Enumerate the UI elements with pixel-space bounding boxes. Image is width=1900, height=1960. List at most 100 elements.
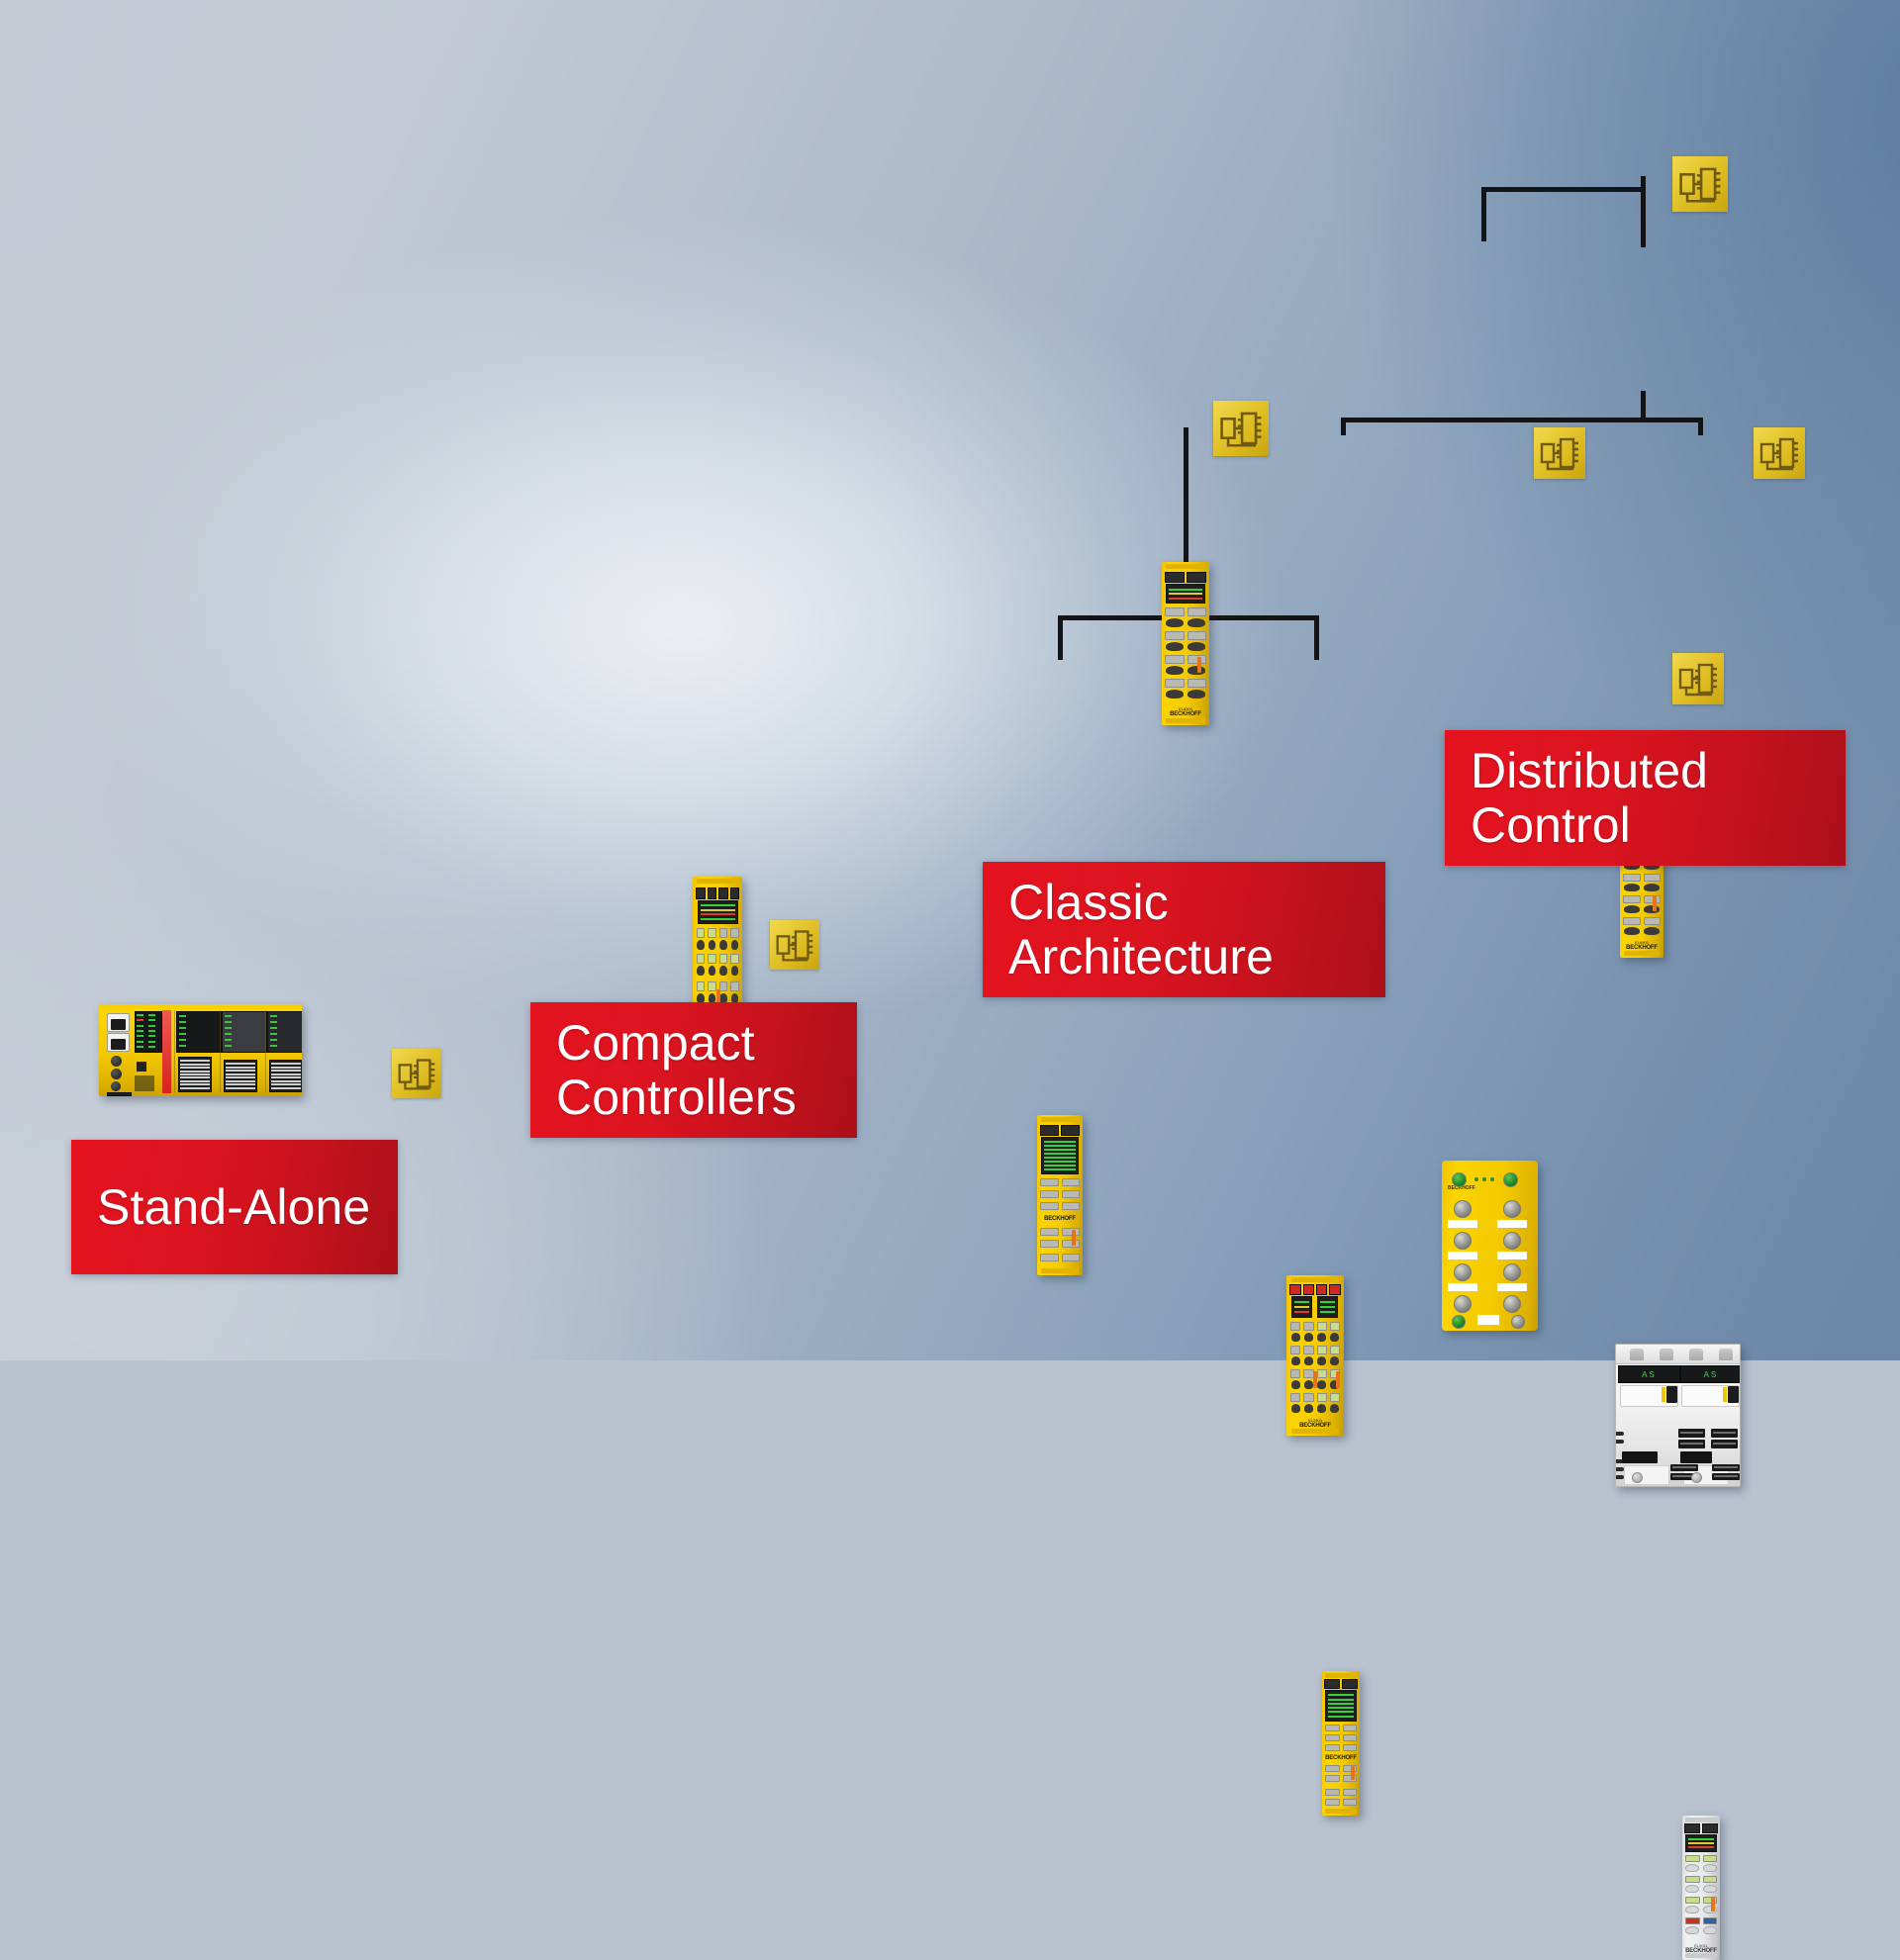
io-terminal-block-1 xyxy=(178,1057,212,1092)
drive-marker-b xyxy=(1723,1387,1727,1402)
stage-label-classic-line2: Architecture xyxy=(1008,928,1274,984)
drive-warning-label-a xyxy=(1624,1465,1669,1485)
drive-marker-a xyxy=(1662,1387,1665,1402)
contact-row-5 xyxy=(1040,1240,1080,1248)
io-leds-3 xyxy=(270,1015,277,1047)
drive-power-plug-b2 xyxy=(1711,1440,1738,1448)
din-clip-top xyxy=(1685,1818,1717,1822)
contact-row-1 xyxy=(696,928,739,938)
drive-connector-b xyxy=(1728,1386,1739,1403)
release-lever-1 xyxy=(716,989,720,1007)
io-leds-2 xyxy=(225,1015,232,1047)
twinsafe-chip-icon xyxy=(1213,401,1269,456)
drive-power-plug-b1 xyxy=(1711,1429,1738,1438)
m12-io-port-5 xyxy=(1454,1263,1472,1281)
cpu-status-leds-2 xyxy=(148,1014,155,1048)
pin-row-3 xyxy=(1623,905,1661,913)
terminal-header-labels xyxy=(1289,1284,1341,1295)
power-terminal-block xyxy=(107,1092,132,1096)
rj45-port-lower xyxy=(107,1033,130,1052)
port-label-5 xyxy=(1448,1283,1477,1291)
stage-banner-compact-controllers: Compact Controllers xyxy=(530,1002,857,1138)
contact-row-1 xyxy=(1684,1855,1718,1862)
stage-label-distributed-line1: Distributed xyxy=(1471,743,1709,798)
contact-row-4 xyxy=(1290,1393,1340,1402)
pin-row-4 xyxy=(1290,1404,1340,1413)
drive-top-cover xyxy=(1616,1345,1740,1364)
pin-row-2 xyxy=(697,966,738,976)
contact-row-4 xyxy=(1623,917,1661,925)
rotary-switch-3 xyxy=(111,1081,121,1091)
device-type-dist-master: EL6900 xyxy=(1635,940,1649,945)
port-label-4 xyxy=(1497,1252,1527,1260)
pin-row-1 xyxy=(1290,1333,1340,1342)
twinsafe-chip-icon xyxy=(1534,427,1585,479)
distributed-ethercat-terminal-white: EL9011 BECKHOFF xyxy=(1682,1816,1720,1960)
release-lever-1 xyxy=(1351,1766,1355,1780)
slot-divider-2 xyxy=(220,1009,221,1093)
contact-row-1 xyxy=(1324,1725,1358,1731)
din-clip-bottom xyxy=(1040,1268,1080,1273)
device-type-classic-master: EL6900 xyxy=(1179,706,1192,711)
terminal-led-strip-left xyxy=(1290,1296,1312,1318)
stage-label-compact-line1: Compact xyxy=(556,1015,755,1071)
pin-row-3 xyxy=(697,993,738,1003)
twinsafe-chip-icon xyxy=(1672,653,1724,704)
m12-io-port-8 xyxy=(1503,1295,1521,1313)
classic-trunk-wire xyxy=(1184,427,1188,619)
contact-row-4 xyxy=(1684,1917,1718,1924)
din-clip-bottom xyxy=(1290,1429,1340,1434)
contact-row-2 xyxy=(1165,631,1206,640)
pin-row-4 xyxy=(1685,1926,1717,1934)
contact-row-2 xyxy=(1684,1876,1718,1883)
rj45-port-upper xyxy=(107,1013,130,1032)
release-lever-1 xyxy=(1711,1898,1715,1912)
device-label-text xyxy=(135,1075,154,1091)
drive-shield-clamp-a xyxy=(1622,1451,1658,1463)
pin-row-1 xyxy=(1685,1864,1717,1872)
release-lever-1 xyxy=(1072,1230,1076,1246)
mount-tab-2 xyxy=(1660,1349,1673,1360)
iobox-brand: BECKHOFF xyxy=(1448,1185,1475,1191)
dist-lower-crossbar-wire xyxy=(1341,418,1702,422)
classic-safety-input-terminal: BECKHOFF xyxy=(1037,1115,1083,1275)
terminal-header-labels xyxy=(696,887,739,899)
dist-top-drop-wire xyxy=(1641,176,1646,247)
classic-branch-left-wire xyxy=(1058,615,1063,660)
contact-row-4 xyxy=(1040,1228,1080,1236)
terminal-led-strip xyxy=(1685,1834,1717,1852)
dist-lower-drop-wire xyxy=(1641,391,1646,422)
status-led-a xyxy=(1474,1177,1478,1181)
safety-marker-bar xyxy=(162,1010,171,1093)
page-background xyxy=(0,0,1900,1360)
contact-row-7 xyxy=(1324,1799,1358,1806)
stage-label-classic-line1: Classic xyxy=(1008,875,1169,930)
rotary-switch-1 xyxy=(111,1056,122,1067)
slot-divider-3 xyxy=(265,1009,266,1093)
port-label-2 xyxy=(1497,1220,1527,1228)
contact-row-3 xyxy=(1165,655,1206,664)
dist-node-right-wire xyxy=(1698,418,1703,435)
chip-glyph xyxy=(1759,437,1798,471)
status-led-c xyxy=(1490,1177,1494,1181)
terminal-led-strip-right xyxy=(1317,1296,1339,1318)
drive-motor-plug-a1 xyxy=(1670,1464,1698,1471)
terminal-header-labels xyxy=(1039,1125,1081,1136)
distributed-io-box: BECKHOFF xyxy=(1442,1161,1538,1331)
pin-row-2 xyxy=(1165,642,1206,651)
release-lever-1 xyxy=(1313,1371,1317,1388)
device-brand-classic-left: BECKHOFF xyxy=(1044,1216,1076,1222)
pin-row-3 xyxy=(1165,666,1206,675)
din-clip-bottom xyxy=(1325,1809,1357,1814)
contact-row-3 xyxy=(1040,1202,1080,1210)
pin-row-2 xyxy=(1685,1885,1717,1893)
dist-node-left-wire xyxy=(1341,418,1346,435)
classic-branch-right-wire xyxy=(1314,615,1319,660)
contact-row-1 xyxy=(1040,1178,1080,1186)
twinsafe-chip-icon xyxy=(392,1049,441,1098)
chip-glyph xyxy=(1679,167,1721,203)
pin-row-2 xyxy=(1290,1356,1340,1365)
contact-row-2 xyxy=(1290,1346,1340,1354)
port-label-3 xyxy=(1448,1252,1477,1260)
dist-iobox-drop-wire xyxy=(1481,187,1486,241)
